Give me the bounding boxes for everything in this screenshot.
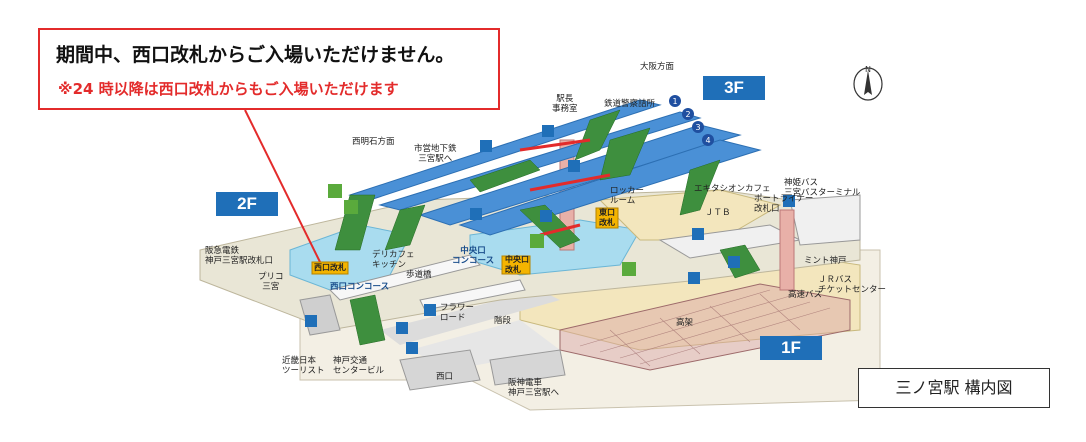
label-kaidan: 階段 (494, 316, 512, 326)
label-hanshin: 阪神電車 神戸三宮駅へ (508, 378, 560, 398)
label-kobe-kotsu: 神戸交通 センタービル (333, 356, 385, 376)
hanshin-passage (489, 349, 566, 386)
label-hankyu: 阪急電鉄 神戸三宮駅改札口 (205, 246, 274, 266)
label-highway-bus: 高速バス (788, 290, 823, 300)
platform-number-3: 3 (695, 123, 700, 132)
floor-badge-1f: 1F (760, 336, 822, 360)
compass-north-label: N (865, 65, 871, 74)
label-police: 鉄道警察詰所 (604, 99, 656, 109)
label-jtb: ＪＴＢ (705, 208, 731, 218)
label-nishiakashi: 西明石方面 (352, 137, 395, 147)
pillar-2 (779, 209, 795, 291)
platform-numbers: 1 2 3 4 (669, 95, 714, 146)
west-exit-building (399, 349, 481, 391)
label-walkway: 歩道橋 (406, 270, 432, 280)
road (380, 290, 560, 345)
bus-deck (789, 194, 861, 246)
floor-badge-2f: 2F (216, 192, 278, 216)
label-west-concourse: 西口コンコース (330, 282, 390, 292)
label-jr-bus: ＪＲバス チケットセンター (818, 275, 887, 295)
notice-box: 期間中、西口改札からご入場いただけません。 ※24 時以降は西口改札からもご入場… (38, 28, 500, 110)
map-title-box: 三ノ宮駅 構内図 (858, 368, 1050, 408)
label-locker: ロッカー ルーム (610, 186, 645, 206)
label-mint: ミント神戸 (804, 256, 847, 266)
label-nishiguchi: 西口 (436, 372, 454, 382)
label-deli-cafe: デリカフェ キッチン (372, 250, 415, 270)
service-icons (305, 125, 795, 354)
label-subway: 市営地下鉄 三宮駅へ (414, 144, 457, 164)
ticket-machine-icons (328, 184, 636, 276)
east-gate-label: 東口 改札 (599, 208, 615, 227)
walkway-bridge-2 (419, 279, 526, 311)
notice-line-2: ※24 時以降は西口改札からもご入場いただけます (58, 80, 399, 98)
north-compass-icon: N (853, 65, 883, 101)
floor-badge-3f: 3F (703, 76, 765, 100)
notice-callout-line (244, 109, 321, 263)
central-gate-label: 中央口 改札 (505, 255, 529, 274)
label-ekicho: 駅長 事務室 (552, 94, 578, 114)
label-portliner: ポートライナー 改札口 (754, 194, 814, 214)
label-osaka: 大阪方面 (640, 62, 675, 72)
label-kintetsu: 近畿日本 ツーリスト (282, 356, 325, 376)
platform-number-4: 4 (705, 136, 710, 145)
platform-number-1: 1 (672, 97, 677, 106)
label-central-concourse: 中央口 コンコース (452, 246, 495, 266)
walkway-bridge (329, 254, 481, 301)
label-shinki-bus: 神姫バス 三宮バスターミナル (784, 178, 861, 198)
escalators (334, 109, 761, 346)
gate-badges (311, 207, 619, 275)
label-arcade: 高架 (676, 318, 694, 328)
label-pulico: プリコ 三宮 (258, 272, 284, 292)
label-ekistation-cafe: エキタシオンカフェ (694, 184, 771, 194)
label-flower-road: フラワー ロード (440, 303, 475, 323)
west-gate-label: 西口改札 (314, 263, 346, 272)
platform-number-2: 2 (685, 110, 690, 119)
notice-line-1: 期間中、西口改札からご入場いただけません。 (56, 44, 455, 66)
